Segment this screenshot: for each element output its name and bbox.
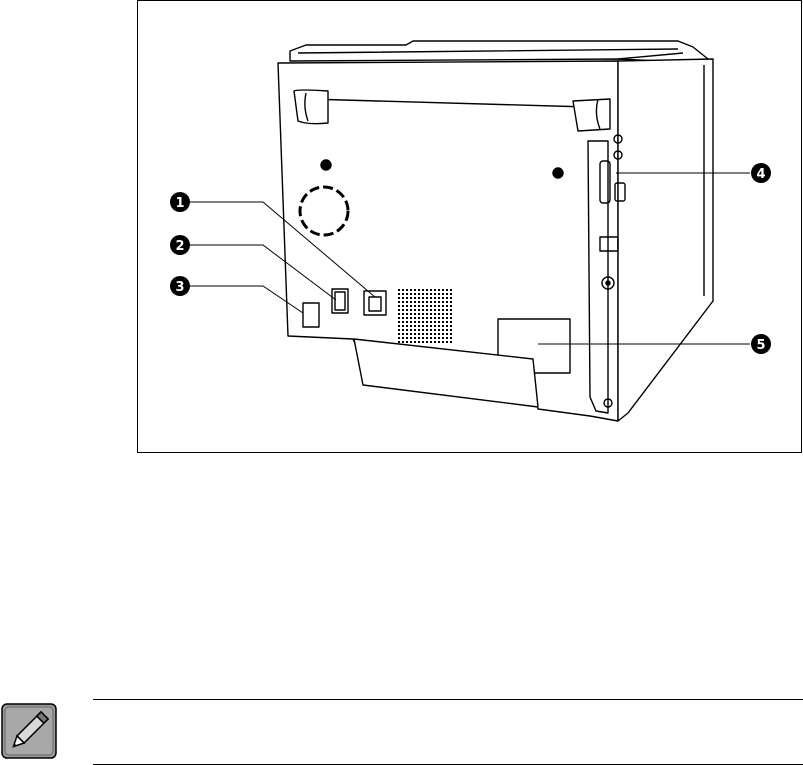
pencil-note-icon bbox=[1, 703, 57, 759]
note-top-rule bbox=[93, 699, 803, 700]
callout-1-number: 1 bbox=[175, 196, 184, 211]
callout-2-number: 2 bbox=[175, 239, 184, 254]
callout-5-number: 5 bbox=[756, 338, 765, 353]
callout-3-number: 3 bbox=[175, 280, 184, 295]
printer-rear-illustration: 1 2 3 4 5 bbox=[138, 1, 803, 454]
printer-rear-view-figure: 1 2 3 4 5 bbox=[137, 0, 802, 453]
callout-4-number: 4 bbox=[756, 167, 765, 182]
